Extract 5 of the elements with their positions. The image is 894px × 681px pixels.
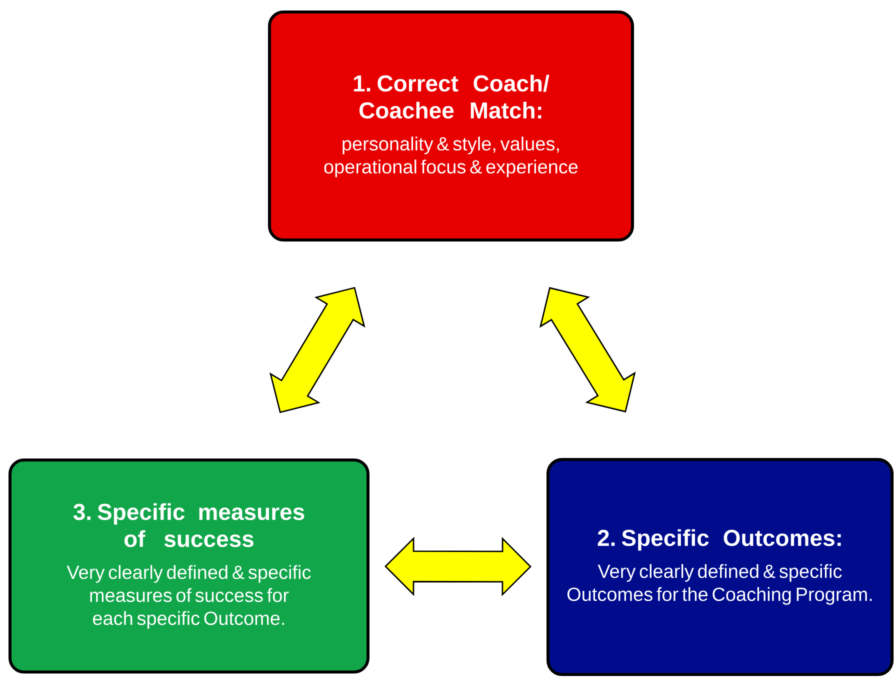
process-box: 2. Specific Outcomes: Very clearly defined & specific Outcomes for the Coaching Program. <box>546 458 894 676</box>
double-arrow <box>384 536 532 596</box>
process-box: 3. Specific measures of success Very clearly defined & specific measures of success for each specific Outcome. <box>8 458 370 674</box>
double-arrow <box>539 287 636 412</box>
process-box: 1. Correct Coach/ Coachee Match: personality & style, values, operational focus & experience <box>268 10 634 242</box>
